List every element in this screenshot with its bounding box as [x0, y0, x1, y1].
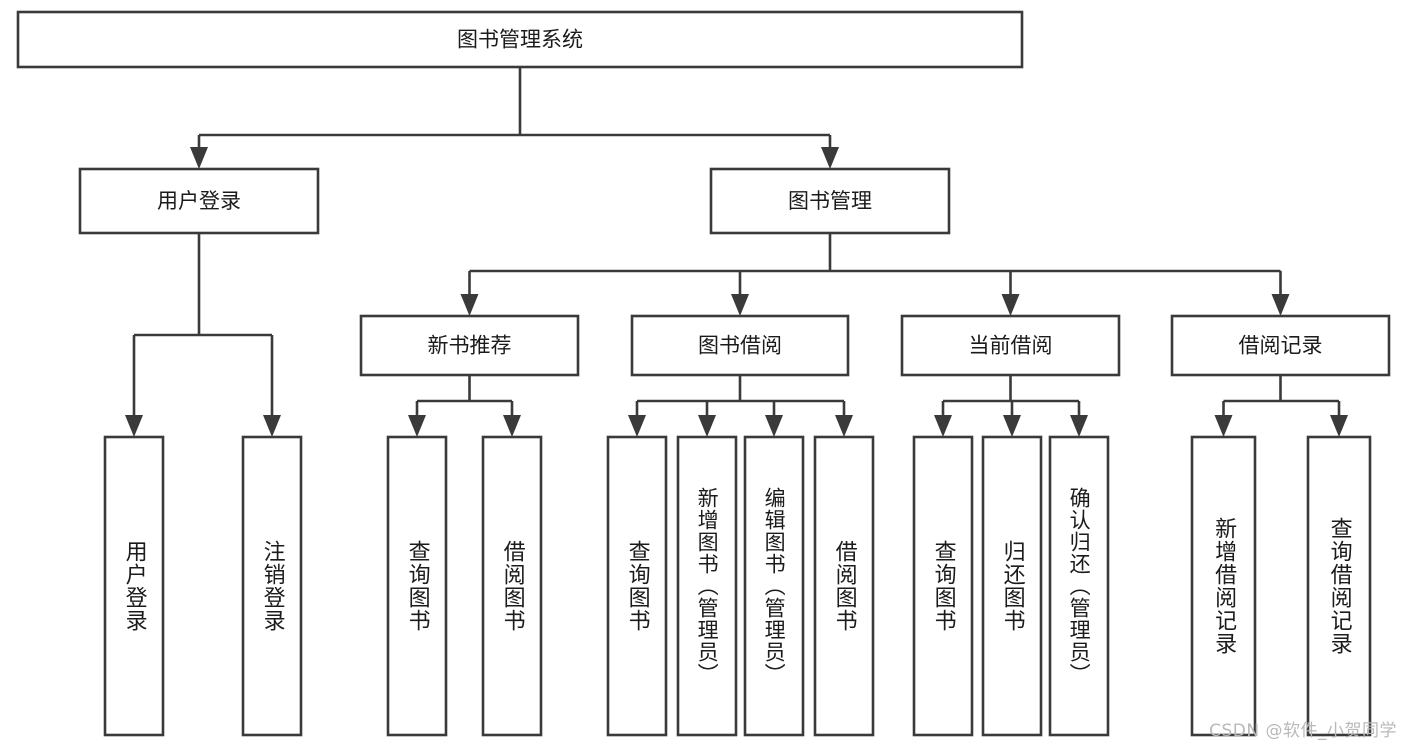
- arrow-head-leaf-query-book-current: [934, 415, 952, 437]
- node-box-user-login[interactable]: [78, 167, 320, 235]
- node-box-leaf-add-book-admin[interactable]: [676, 435, 738, 737]
- node-box-leaf-query-book-recommend[interactable]: [386, 435, 448, 737]
- arrow-head-leaf-borrow-book: [835, 415, 853, 437]
- node-label-current-borrow: 当前借阅: [969, 334, 1053, 358]
- arrow-head-leaf-add-borrow-record: [1214, 415, 1233, 437]
- node-box-layer: [16, 10, 1391, 737]
- node-box-book-borrow[interactable]: [630, 314, 850, 377]
- arrow-head-book-borrow: [731, 294, 749, 316]
- arrow-head-leaf-confirm-return-admin: [1070, 415, 1088, 437]
- arrow-head-leaf-return-book: [1003, 415, 1021, 437]
- node-box-leaf-return-book[interactable]: [981, 435, 1043, 737]
- node-box-leaf-borrow-book-recommend[interactable]: [481, 435, 543, 737]
- node-label-book-borrow: 图书借阅: [698, 334, 782, 358]
- node-label-borrow-record: 借阅记录: [1239, 334, 1323, 358]
- node-label-user-login: 用户登录: [157, 189, 241, 213]
- node-box-leaf-query-book-borrow[interactable]: [606, 435, 668, 737]
- node-box-leaf-logout[interactable]: [241, 435, 303, 737]
- node-box-leaf-confirm-return-admin[interactable]: [1048, 435, 1110, 737]
- node-box-current-borrow[interactable]: [900, 314, 1121, 377]
- arrow-head-new-book-recommend: [460, 294, 479, 316]
- arrow-head-current-borrow: [1001, 294, 1020, 316]
- node-box-leaf-query-book-current[interactable]: [912, 435, 974, 737]
- arrow-head-leaf-query-book-borrow: [628, 415, 646, 437]
- arrow-head-leaf-borrow-book-recommend: [503, 415, 521, 437]
- node-box-leaf-borrow-book[interactable]: [813, 435, 875, 737]
- arrow-head-book-manage: [821, 147, 839, 169]
- arrow-head-leaf-logout: [263, 415, 281, 437]
- arrow-head-user-login: [190, 147, 208, 169]
- node-box-borrow-record[interactable]: [1170, 314, 1391, 377]
- node-box-book-manage[interactable]: [709, 167, 951, 235]
- node-box-new-book-recommend[interactable]: [359, 314, 580, 377]
- arrow-head-borrow-record: [1271, 294, 1290, 316]
- arrow-head-leaf-user-login: [125, 415, 143, 437]
- arrow-head-leaf-add-book-admin: [698, 415, 716, 437]
- connector-layer: [125, 67, 1348, 437]
- arrow-head-leaf-query-book-recommend: [408, 415, 426, 437]
- arrow-head-leaf-query-borrow-record: [1330, 415, 1348, 437]
- node-label-book-manage: 图书管理: [788, 189, 872, 213]
- arrow-head-leaf-edit-book-admin: [765, 415, 783, 437]
- node-label-root: 图书管理系统: [457, 28, 583, 52]
- node-label-new-book-recommend: 新书推荐: [428, 334, 512, 358]
- node-box-root[interactable]: [16, 10, 1024, 69]
- node-box-leaf-user-login[interactable]: [103, 435, 165, 737]
- node-box-leaf-edit-book-admin[interactable]: [743, 435, 805, 737]
- node-box-leaf-add-borrow-record[interactable]: [1190, 435, 1257, 737]
- node-box-leaf-query-borrow-record[interactable]: [1306, 435, 1372, 737]
